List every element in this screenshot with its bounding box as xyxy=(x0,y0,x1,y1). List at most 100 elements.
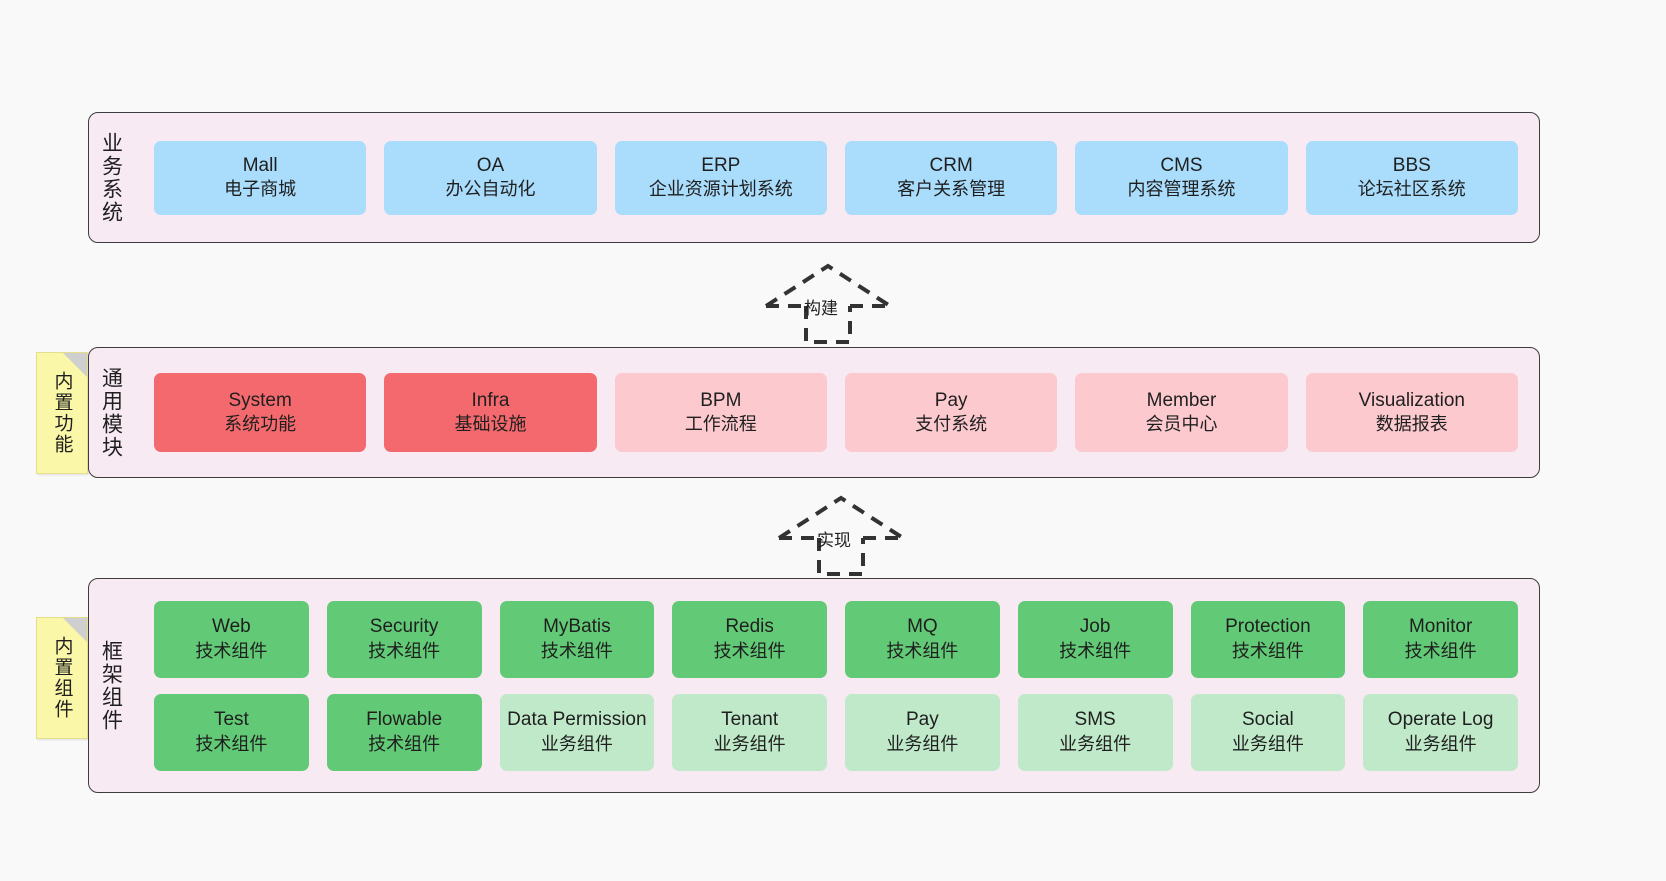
card-pay[interactable]: Pay 支付系统 xyxy=(844,373,1058,452)
card-mybatis[interactable]: MyBatis 技术组件 xyxy=(499,600,655,678)
card-title-en: MQ xyxy=(907,616,938,638)
card-title-en: CRM xyxy=(929,154,973,176)
common-card-list: System 系统功能 Infra 基础设施 BPM 工作流程 Pay 支付系统… xyxy=(133,348,1539,477)
card-title-en: ERP xyxy=(701,154,741,176)
sticky-note-builtin-component: 内置组件 xyxy=(36,617,88,739)
card-title-cn: 技术组件 xyxy=(368,733,441,754)
card-flowable[interactable]: Flowable 技术组件 xyxy=(326,693,482,771)
card-title-en: Web xyxy=(212,616,251,638)
card-web[interactable]: Web 技术组件 xyxy=(154,600,309,678)
business-card-list: Mall 电子商城 OA 办公自动化 ERP 企业资源计划系统 CRM 客户关系… xyxy=(133,113,1539,242)
generalization-arrow-implement: 实现 xyxy=(771,494,911,576)
card-title-en: BBS xyxy=(1392,154,1431,176)
card-title-en: Monitor xyxy=(1408,616,1473,638)
framework-row-technical: Web 技术组件 Security 技术组件 MyBatis 技术组件 Redi… xyxy=(145,600,1527,678)
sticky-note-label: 内置功能 xyxy=(51,371,73,455)
card-title-en: Operate Log xyxy=(1387,709,1494,731)
card-redis[interactable]: Redis 技术组件 xyxy=(672,600,827,678)
card-title-cn: 电子商城 xyxy=(224,179,297,200)
card-member[interactable]: Member 会员中心 xyxy=(1075,373,1288,452)
card-title-en: Redis xyxy=(725,616,774,638)
card-title-cn: 企业资源计划系统 xyxy=(648,179,793,200)
sticky-note-builtin-function: 内置功能 xyxy=(36,352,88,474)
layer-common-modules: 通用模块 System 系统功能 Infra 基础设施 BPM 工作流程 Pay… xyxy=(88,347,1540,478)
build-arrow-glyph xyxy=(764,263,892,344)
card-title-cn: 工作流程 xyxy=(684,414,757,435)
card-title-cn: 技术组件 xyxy=(368,640,441,661)
card-title-en: Pay xyxy=(934,389,968,411)
card-title-en: Pay xyxy=(906,709,939,731)
card-title-cn: 内容管理系统 xyxy=(1127,179,1236,200)
card-title-cn: 客户关系管理 xyxy=(897,179,1006,200)
card-title-cn: 技术组件 xyxy=(886,640,959,661)
card-title-cn: 业务组件 xyxy=(1231,733,1304,754)
card-mq[interactable]: MQ 技术组件 xyxy=(845,600,1000,678)
arrow-label-implement: 实现 xyxy=(817,531,851,550)
card-cms[interactable]: CMS 内容管理系统 xyxy=(1075,140,1288,215)
card-title-cn: 业务组件 xyxy=(886,733,959,754)
card-sms[interactable]: SMS 业务组件 xyxy=(1017,693,1173,771)
card-title-en: Security xyxy=(369,616,439,638)
card-title-cn: 业务组件 xyxy=(1404,733,1477,754)
layer-title-common: 通用模块 xyxy=(99,366,123,459)
card-title-cn: 会员中心 xyxy=(1145,414,1218,435)
layer-framework-components: 框架组件 Web 技术组件 Security 技术组件 MyBatis 技术组件… xyxy=(88,578,1540,793)
note-fold-corner-icon xyxy=(63,618,87,642)
card-test[interactable]: Test 技术组件 xyxy=(154,693,309,771)
card-title-en: Flowable xyxy=(366,709,443,731)
card-title-cn: 业务组件 xyxy=(540,733,613,754)
card-erp[interactable]: ERP 企业资源计划系统 xyxy=(614,140,827,215)
card-oa[interactable]: OA 办公自动化 xyxy=(384,140,597,215)
card-title-cn: 技术组件 xyxy=(1059,640,1132,661)
card-title-cn: 业务组件 xyxy=(713,733,786,754)
card-title-cn: 技术组件 xyxy=(713,640,786,661)
arrow-label-build: 构建 xyxy=(804,299,838,318)
card-title-cn: 技术组件 xyxy=(1404,640,1477,661)
card-data-permission[interactable]: Data Permission 业务组件 xyxy=(499,693,655,771)
card-title-en: MyBatis xyxy=(543,616,611,638)
layer-title-business: 业务系统 xyxy=(99,131,123,224)
card-title-en: CMS xyxy=(1160,154,1203,176)
card-title-en: Mall xyxy=(242,154,278,176)
card-pay-business[interactable]: Pay 业务组件 xyxy=(845,693,1000,771)
card-title-cn: 基础设施 xyxy=(454,414,527,435)
framework-card-grid: Web 技术组件 Security 技术组件 MyBatis 技术组件 Redi… xyxy=(133,579,1539,792)
layer-title-framework: 框架组件 xyxy=(99,639,123,732)
card-title-cn: 技术组件 xyxy=(1231,640,1304,661)
card-bbs[interactable]: BBS 论坛社区系统 xyxy=(1305,140,1518,215)
card-job[interactable]: Job 技术组件 xyxy=(1017,600,1173,678)
card-title-en: Member xyxy=(1146,389,1217,411)
card-title-cn: 数据报表 xyxy=(1375,414,1448,435)
card-bpm[interactable]: BPM 工作流程 xyxy=(614,373,827,452)
card-visualization[interactable]: Visualization 数据报表 xyxy=(1305,373,1518,452)
card-monitor[interactable]: Monitor 技术组件 xyxy=(1363,600,1518,678)
generalization-arrow-build: 构建 xyxy=(758,262,898,344)
card-mall[interactable]: Mall 电子商城 xyxy=(154,140,367,215)
card-title-en: OA xyxy=(476,154,505,176)
card-system[interactable]: System 系统功能 xyxy=(154,373,367,452)
card-title-cn: 支付系统 xyxy=(915,414,988,435)
card-title-en: Test xyxy=(213,709,249,731)
card-title-en: Job xyxy=(1079,616,1111,638)
card-title-cn: 系统功能 xyxy=(224,414,297,435)
card-title-cn: 技术组件 xyxy=(195,640,268,661)
card-security[interactable]: Security 技术组件 xyxy=(326,600,482,678)
note-fold-corner-icon xyxy=(63,353,87,377)
card-title-en: SMS xyxy=(1074,709,1116,731)
sticky-note-label: 内置组件 xyxy=(51,636,73,720)
card-title-cn: 业务组件 xyxy=(1059,733,1132,754)
card-title-en: Infra xyxy=(471,389,510,411)
card-tenant[interactable]: Tenant 业务组件 xyxy=(672,693,827,771)
card-title-en: Tenant xyxy=(721,709,779,731)
card-title-en: BPM xyxy=(700,389,742,411)
card-infra[interactable]: Infra 基础设施 xyxy=(384,373,597,452)
card-operate-log[interactable]: Operate Log 业务组件 xyxy=(1363,693,1518,771)
card-title-cn: 办公自动化 xyxy=(445,179,536,200)
card-title-cn: 论坛社区系统 xyxy=(1357,179,1466,200)
card-title-cn: 技术组件 xyxy=(540,640,613,661)
card-title-en: Protection xyxy=(1225,616,1311,638)
card-protection[interactable]: Protection 技术组件 xyxy=(1190,600,1346,678)
card-social[interactable]: Social 业务组件 xyxy=(1190,693,1346,771)
card-crm[interactable]: CRM 客户关系管理 xyxy=(844,140,1058,215)
card-title-en: Data Permission xyxy=(507,709,647,731)
